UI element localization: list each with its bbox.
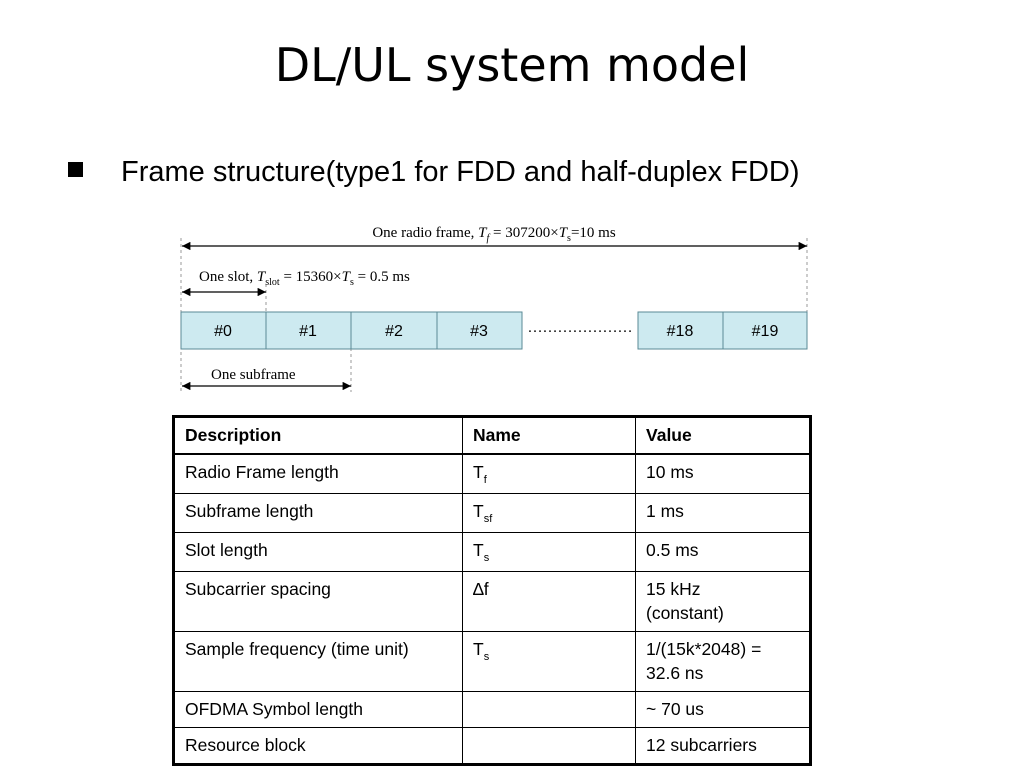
header-name: Name (462, 416, 636, 455)
cell-description: Subcarrier spacing (173, 571, 463, 632)
slot-box-19 (722, 311, 808, 350)
cell-value: 1/(15k*2048) = 32.6 ns (635, 631, 811, 692)
slide-title: DL/UL system model (274, 38, 750, 92)
bullet-text: Frame structure(type1 for FDD and half-d… (121, 156, 800, 188)
table-row: Slot length Ts 0.5 ms (173, 532, 811, 572)
slot-label-3: #3 (470, 323, 488, 340)
value-line: 12 subcarriers (646, 735, 757, 755)
name-symbol: T (473, 639, 484, 659)
name-symbol: T (473, 540, 484, 560)
name-symbol: T (473, 462, 484, 482)
cell-name: Ts (462, 631, 636, 692)
cell-value: 15 kHz (constant) (635, 571, 811, 632)
bullet-item: Frame structure(type1 for FDD and half-d… (68, 156, 800, 189)
slot-label-0: #0 (214, 323, 232, 340)
cell-value: 0.5 ms (635, 532, 811, 572)
slot-label-19: #19 (752, 323, 779, 340)
cell-description: Radio Frame length (173, 453, 463, 494)
name-subscript: s (483, 651, 490, 663)
slot-box-18 (637, 311, 724, 350)
slot-row: #0 #1 #2 #3 ………………… #18 #19 (180, 311, 808, 350)
header-value: Value (635, 416, 811, 455)
cell-description: Slot length (173, 532, 463, 572)
table-row: Sample frequency (time unit) Ts 1/(15k*2… (173, 631, 811, 692)
table-row: Radio Frame length Tf 10 ms (173, 453, 811, 494)
name-symbol: T (473, 501, 484, 521)
slot-label-1: #1 (299, 323, 317, 340)
cell-value: 1 ms (635, 493, 811, 533)
cell-description: Resource block (173, 727, 463, 765)
value-line: 0.5 ms (646, 540, 699, 560)
cell-name (462, 727, 636, 765)
value-line: 10 ms (646, 462, 694, 482)
value-line: (constant) (646, 603, 724, 623)
cell-name: Tsf (462, 493, 636, 533)
name-subscript: sf (483, 513, 493, 525)
cell-name: Tf (462, 453, 636, 494)
subframe-label: One subframe (211, 367, 296, 383)
cell-value: 10 ms (635, 453, 811, 494)
cell-name: ∆f (462, 571, 636, 632)
table-row: Resource block 12 subcarriers (173, 727, 811, 765)
name-subscript: s (483, 552, 490, 564)
value-line: 1/(15k*2048) = (646, 639, 762, 659)
value-line: 1 ms (646, 501, 684, 521)
cell-value: 12 subcarriers (635, 727, 811, 765)
table-row: OFDMA Symbol length ~ 70 us (173, 691, 811, 728)
name-subscript: f (483, 474, 487, 486)
cell-description: Subframe length (173, 493, 463, 533)
table-row: Subframe length Tsf 1 ms (173, 493, 811, 533)
cell-name (462, 691, 636, 728)
cell-value: ~ 70 us (635, 691, 811, 728)
square-bullet-icon (68, 162, 83, 177)
name-symbol: ∆f (473, 579, 489, 599)
value-line: ~ 70 us (646, 699, 704, 719)
radio-frame-label: One radio frame, Tf = 307200×Ts=10 ms (372, 225, 615, 244)
value-line: 32.6 ns (646, 663, 704, 683)
slot-box-3 (436, 311, 523, 350)
cell-description: Sample frequency (time unit) (173, 631, 463, 692)
slot-ellipsis: ………………… (528, 320, 633, 336)
table-header-row: Description Name Value (173, 416, 811, 455)
slot-label: One slot, Tslot = 15360×Ts = 0.5 ms (199, 269, 410, 288)
frame-structure-diagram: One radio frame, Tf = 307200×Ts=10 ms On… (180, 225, 808, 392)
slot-box-2 (350, 311, 438, 350)
parameter-table: Description Name Value Radio Frame lengt… (172, 415, 812, 766)
cell-name: Ts (462, 532, 636, 572)
value-line: 15 kHz (646, 579, 701, 599)
slot-label-18: #18 (667, 323, 694, 340)
cell-description: OFDMA Symbol length (173, 691, 463, 728)
slot-label-2: #2 (385, 323, 403, 340)
table-row: Subcarrier spacing ∆f 15 kHz (constant) (173, 571, 811, 632)
slot-box-0 (180, 311, 267, 350)
header-description: Description (173, 416, 463, 455)
